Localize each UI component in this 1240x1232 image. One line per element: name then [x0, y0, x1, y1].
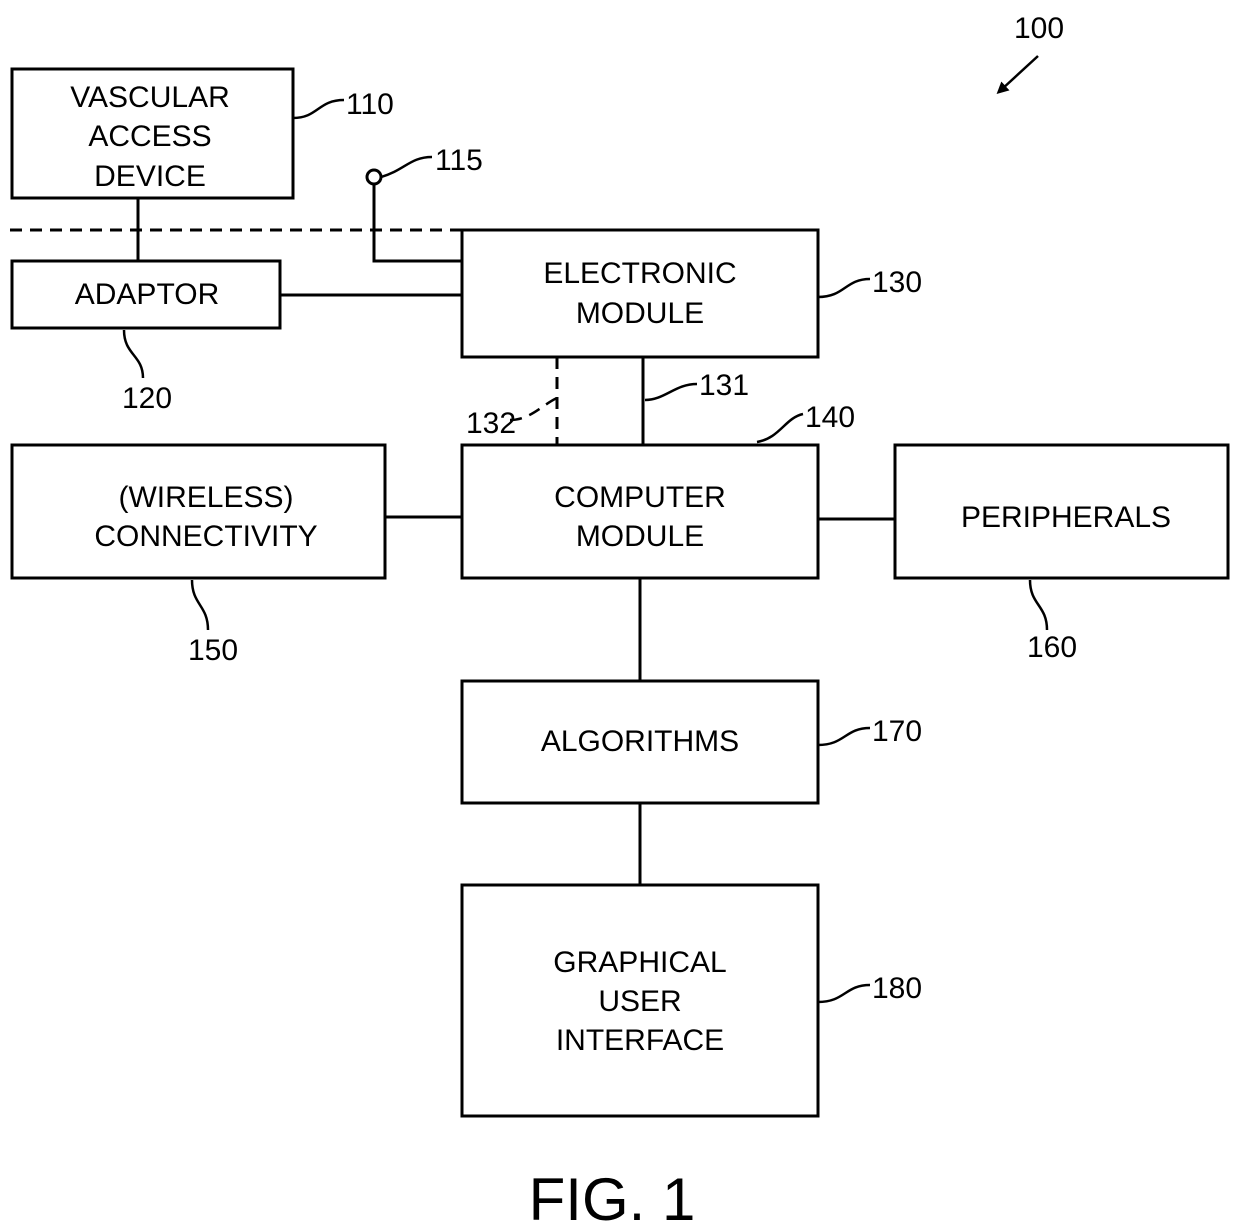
- block-line: VASCULAR: [70, 81, 230, 114]
- block-line: ELECTRONIC: [543, 257, 736, 290]
- leader-100-arrow: [1001, 56, 1038, 90]
- sensor-terminal: [367, 170, 381, 184]
- block-line: PERIPHERALS: [961, 501, 1171, 534]
- ref-130: 130: [872, 266, 922, 299]
- figure-label: FIG. 1: [529, 1166, 696, 1232]
- block-peripherals: PERIPHERALS: [895, 445, 1228, 578]
- leader-140: [757, 414, 803, 442]
- leader-120: [124, 330, 143, 378]
- block-line: CONNECTIVITY: [94, 520, 317, 553]
- ref-132: 132: [466, 407, 516, 440]
- block-electronic-module: ELECTRONIC MODULE: [462, 230, 818, 357]
- ref-100: 100: [1014, 12, 1064, 45]
- leader-130: [818, 279, 870, 297]
- block-computer-module: COMPUTER MODULE: [462, 445, 818, 578]
- leader-160: [1030, 580, 1047, 630]
- ref-140: 140: [805, 401, 855, 434]
- block-algorithms: ALGORITHMS: [462, 681, 818, 803]
- block-line: GRAPHICAL: [553, 946, 726, 979]
- ref-170: 170: [872, 715, 922, 748]
- link-sensor-electronic: [374, 184, 462, 261]
- leader-131: [645, 384, 697, 400]
- leader-170: [818, 728, 870, 745]
- leader-132: [510, 398, 557, 420]
- ref-120: 120: [122, 382, 172, 415]
- block-vascular-access-device: VASCULAR ACCESS DEVICE: [12, 69, 293, 198]
- leader-110: [293, 100, 344, 118]
- leader-115: [381, 157, 432, 177]
- block-line: USER: [598, 985, 681, 1018]
- block-line: (WIRELESS): [118, 481, 293, 514]
- block-adaptor: ADAPTOR: [12, 261, 280, 328]
- block-line: INTERFACE: [556, 1024, 724, 1057]
- block-wireless-connectivity: (WIRELESS) CONNECTIVITY: [12, 445, 385, 578]
- block-line: MODULE: [576, 297, 704, 330]
- leader-150: [192, 580, 208, 630]
- leader-180: [818, 985, 870, 1002]
- block-graphical-user-interface: GRAPHICAL USER INTERFACE: [462, 885, 818, 1116]
- ref-115: 115: [435, 144, 483, 177]
- block-line: MODULE: [576, 520, 704, 553]
- ref-150: 150: [188, 634, 238, 667]
- ref-131: 131: [699, 369, 749, 402]
- block-line: ALGORITHMS: [541, 725, 739, 758]
- block-line: ACCESS: [88, 120, 211, 153]
- ref-180: 180: [872, 972, 922, 1005]
- block-line: DEVICE: [94, 160, 206, 193]
- block-line: ADAPTOR: [75, 278, 219, 311]
- block-line: COMPUTER: [554, 481, 726, 514]
- ref-110: 110: [346, 88, 394, 121]
- ref-160: 160: [1027, 631, 1077, 664]
